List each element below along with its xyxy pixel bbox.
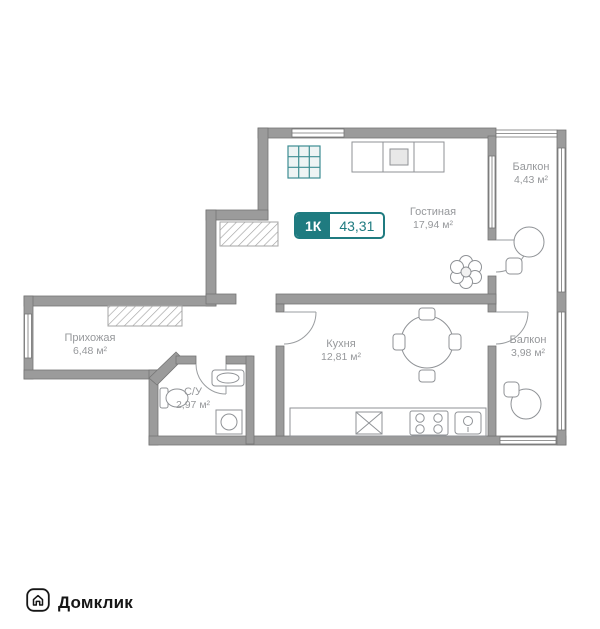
furniture — [107, 141, 545, 437]
toilet-icon — [159, 387, 189, 409]
cabinet-grid-icon — [287, 145, 321, 179]
dining-table-set — [392, 307, 462, 383]
window — [557, 311, 566, 431]
shelf-unit — [351, 141, 445, 173]
wardrobe-hatched — [219, 221, 279, 247]
apartment-badge: 1К 43,31 — [294, 212, 386, 239]
window — [495, 129, 558, 138]
bathroom-sink-icon — [211, 369, 245, 387]
badge-room-type: 1К — [296, 214, 331, 237]
plant-icon — [450, 255, 482, 289]
windows — [24, 128, 566, 445]
window — [291, 128, 345, 138]
doors — [195, 239, 529, 395]
wardrobe-hatched-2 — [107, 305, 183, 327]
stove-icon — [409, 410, 449, 436]
kitchen-counter — [289, 407, 487, 437]
window — [488, 155, 496, 229]
window — [499, 436, 557, 445]
domclick-logo: Домклик — [26, 588, 133, 617]
house-icon — [26, 588, 50, 617]
window — [24, 313, 32, 359]
walls — [23, 127, 567, 446]
appliance-icon — [355, 411, 383, 435]
door-arc — [495, 311, 529, 345]
door-arc — [283, 311, 317, 345]
logo-text: Домклик — [58, 592, 133, 612]
window — [557, 147, 566, 293]
sink-icon — [454, 411, 482, 435]
badge-total-area: 43,31 — [339, 217, 375, 234]
balcony-table-top — [505, 226, 545, 275]
balcony-table-right — [503, 381, 542, 420]
washing-machine-icon — [215, 409, 243, 435]
